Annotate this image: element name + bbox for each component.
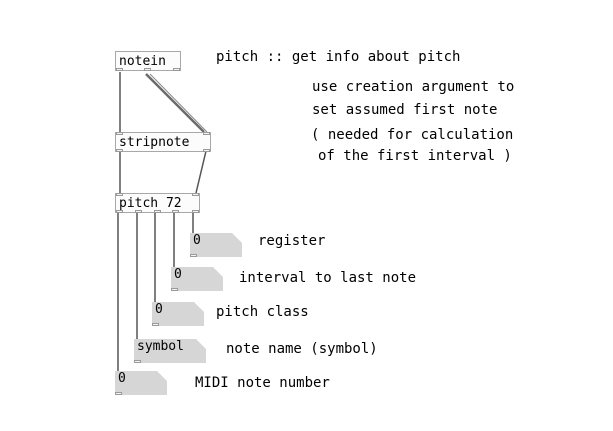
stripnote-object[interactable]: stripnote [115,132,211,152]
info-comment-line1: use creation argument to [312,79,515,95]
register-outlet[interactable] [190,254,197,257]
info-comment-line2: set assumed first note [312,102,498,118]
midi-note-outlet[interactable] [115,392,122,395]
stripnote-inlet-1[interactable] [116,132,123,135]
interval-number-box[interactable]: 0 [171,267,223,291]
register-comment: register [258,233,326,249]
cord-notein-stripnote-right-b [149,73,208,133]
pitch-outlet-5[interactable] [192,210,199,213]
stripnote-outlet-2[interactable] [203,149,210,152]
stripnote-inlet-2[interactable] [203,132,210,135]
pitch-class-comment: pitch class [216,304,309,320]
info-comment-line3: ( needed for calculation [311,127,514,143]
cord-notein-stripnote-right [145,73,205,133]
pitch-outlet-3[interactable] [154,210,161,213]
midi-note-comment: MIDI note number [195,375,330,391]
notein-outlet-1[interactable] [116,68,123,71]
notein-object[interactable]: notein [115,51,181,71]
note-name-comment: note name (symbol) [226,341,378,357]
pitch-class-outlet[interactable] [152,323,159,326]
interval-value: 0 [174,267,182,282]
interval-comment: interval to last note [239,270,417,286]
midi-note-value: 0 [118,371,126,386]
pitch-outlet-1[interactable] [116,210,123,213]
pitch-outlet-2[interactable] [135,210,142,213]
interval-outlet[interactable] [171,288,178,291]
midi-note-number-box[interactable]: 0 [115,371,167,395]
note-name-symbol-box[interactable]: symbol [134,339,206,363]
pitch-inlet-1[interactable] [116,193,123,196]
pitch-outlet-4[interactable] [172,210,179,213]
pitch-class-number-box[interactable]: 0 [152,302,204,326]
pitch-object[interactable]: pitch 72 [115,193,200,213]
notein-label: notein [119,54,166,69]
note-name-value: symbol [137,339,184,354]
pitch-label: pitch 72 [119,196,182,211]
info-comment-line4: of the first interval ) [318,148,512,164]
pitch-inlet-2[interactable] [192,193,199,196]
stripnote-outlet-1[interactable] [116,149,123,152]
stripnote-label: stripnote [119,135,190,150]
register-number-box[interactable]: 0 [190,233,242,257]
cord-stripnote-pitch-right [195,150,207,194]
register-value: 0 [193,233,201,248]
pitch-class-value: 0 [155,302,163,317]
notein-outlet-3[interactable] [173,68,180,71]
notein-outlet-2[interactable] [144,68,151,71]
note-name-outlet[interactable] [134,360,141,363]
title-comment: pitch :: get info about pitch [216,49,461,65]
